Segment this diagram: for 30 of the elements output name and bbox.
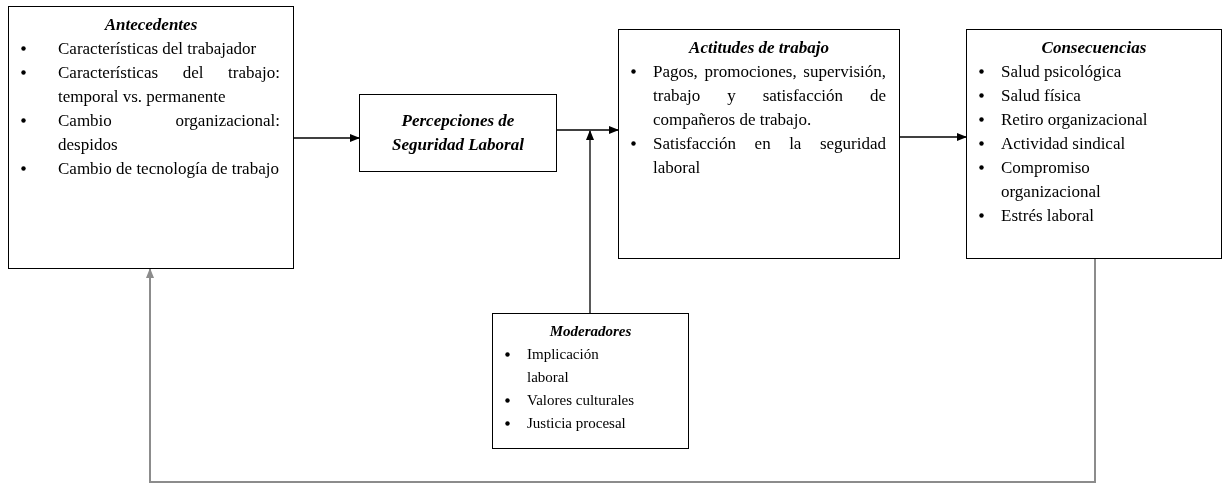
- box-heading: Antecedentes: [104, 14, 198, 36]
- arrow: [146, 258, 1096, 483]
- bullet-text: Retiro organizacional: [1001, 109, 1149, 131]
- text-box: [492, 313, 689, 449]
- bullet-text: Características del trabajo: temporal vs. permanente: [58, 62, 280, 108]
- bullet-text: Pagos, promociones, supervisión, trabajo y satisfacción de compañeros de trabajo.: [653, 61, 886, 131]
- bullet-text: Salud física: [1001, 85, 1082, 107]
- arrow: [899, 133, 967, 141]
- bullet-text: Salud psicológica: [1001, 61, 1123, 83]
- bullet-text: Valores culturales: [527, 391, 636, 410]
- box-heading: Actitudes de trabajo: [689, 37, 829, 59]
- box-heading: Consecuencias: [1041, 37, 1147, 59]
- bullet-text: Actividad sindical: [1001, 133, 1127, 155]
- box-heading: Moderadores: [549, 322, 632, 341]
- bullet-text: Satisfacción en la seguridad laboral: [653, 133, 886, 179]
- arrow: [293, 134, 360, 142]
- bullet-text: Características del trabajador: [58, 38, 258, 60]
- bullet-text: Cambio organizacional: despidos: [58, 110, 280, 156]
- bullet-text: Compromiso organizacional: [1001, 157, 1102, 203]
- bullet-text: Estrés laboral: [1001, 205, 1095, 227]
- bullet-text: Implicación laboral: [527, 345, 600, 387]
- box-heading: Percepciones de Seguridad Laboral: [391, 110, 525, 156]
- text-box: [618, 29, 900, 259]
- text-box: [966, 29, 1222, 259]
- bullet-text: Cambio de tecnología de trabajo: [58, 158, 280, 180]
- arrow: [556, 126, 619, 134]
- text-box: [359, 94, 557, 172]
- arrow: [586, 130, 594, 314]
- text-box: [8, 6, 294, 269]
- bullet-text: Justicia procesal: [527, 414, 627, 433]
